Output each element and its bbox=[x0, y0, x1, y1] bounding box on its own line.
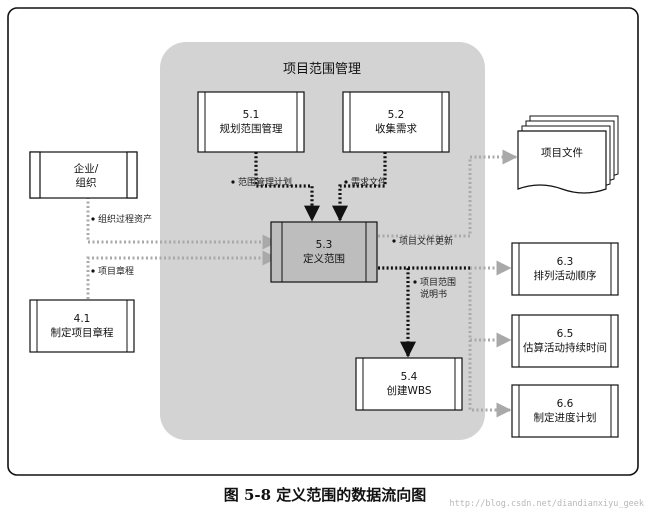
project-documents: 项目文件 bbox=[517, 115, 619, 194]
process-6-5: 6.5 估算活动持续时间 bbox=[511, 314, 619, 368]
edge-label-scope-stmt-line-1: 项目范围 bbox=[420, 276, 456, 288]
flow-to-6-6 bbox=[468, 340, 512, 418]
process-6-6: 6.6 制定进度计划 bbox=[511, 384, 619, 438]
enterprise-line-2: 组织 bbox=[76, 176, 97, 189]
flow-charter bbox=[86, 250, 278, 299]
edge-label-scope-stmt-line-2: 说明书 bbox=[420, 288, 447, 300]
process-5-2-label: 收集需求 bbox=[375, 122, 417, 135]
flow-org-assets bbox=[86, 197, 278, 250]
process-6-6-label: 制定进度计划 bbox=[534, 411, 597, 424]
edge-label-doc-updates-text: 项目文件更新 bbox=[399, 235, 453, 247]
flow-doc-updates bbox=[378, 149, 518, 238]
process-5-4: 5.4 创建WBS bbox=[355, 357, 463, 411]
process-4-1-id: 4.1 bbox=[74, 313, 91, 325]
figure-caption: 图 5-8 定义范围的数据流向图 bbox=[223, 486, 427, 504]
flow-req-docs bbox=[332, 152, 387, 222]
flow-scope-stmt bbox=[378, 266, 416, 358]
edge-label-org-assets-text: 组织过程资产 bbox=[98, 213, 152, 225]
watermark: http://blog.csdn.net/diandianxiyu_geek bbox=[449, 499, 644, 509]
flow-scope-plan bbox=[254, 152, 320, 222]
process-6-6-id: 6.6 bbox=[557, 398, 574, 410]
process-6-3-id: 6.3 bbox=[557, 256, 574, 268]
process-6-3: 6.3 排列活动顺序 bbox=[511, 242, 619, 296]
process-4-1: 4.1 制定项目章程 bbox=[29, 299, 135, 353]
process-5-1: 5.1 规划范围管理 bbox=[197, 91, 305, 153]
edge-label-req-docs-text: 需求文件 bbox=[351, 176, 387, 188]
process-5-3: 5.3 定义范围 bbox=[270, 221, 378, 283]
process-4-1-label: 制定项目章程 bbox=[51, 326, 114, 339]
process-6-3-label: 排列活动顺序 bbox=[534, 269, 597, 282]
enterprise-organization: 企业/ 组织 bbox=[29, 151, 138, 199]
process-5-4-label: 创建WBS bbox=[386, 384, 431, 397]
process-6-5-label: 估算活动持续时间 bbox=[523, 341, 607, 354]
process-6-5-id: 6.5 bbox=[557, 328, 574, 340]
process-group-title: 项目范围管理 bbox=[283, 62, 361, 77]
process-5-1-label: 规划范围管理 bbox=[220, 122, 283, 135]
edge-label-doc-updates: 项目文件更新 bbox=[392, 235, 453, 247]
process-5-4-id: 5.4 bbox=[401, 371, 418, 383]
edge-label-scope-plan: 范围管理计划 bbox=[231, 176, 292, 188]
edge-label-org-assets: 组织过程资产 bbox=[91, 213, 152, 225]
edge-label-charter: 项目章程 bbox=[91, 265, 134, 277]
edge-label-scope-stmt: 项目范围 说明书 bbox=[413, 276, 456, 300]
process-5-1-id: 5.1 bbox=[243, 109, 260, 121]
process-5-2: 5.2 收集需求 bbox=[342, 91, 450, 153]
project-documents-label: 项目文件 bbox=[541, 146, 583, 159]
edge-label-req-docs: 需求文件 bbox=[344, 176, 387, 188]
enterprise-line-1: 企业/ bbox=[74, 162, 99, 175]
process-5-2-id: 5.2 bbox=[388, 109, 405, 121]
process-5-3-id: 5.3 bbox=[316, 239, 333, 251]
edge-label-scope-plan-text: 范围管理计划 bbox=[238, 176, 292, 188]
edge-label-charter-text: 项目章程 bbox=[98, 265, 134, 277]
process-5-3-label: 定义范围 bbox=[303, 252, 345, 265]
